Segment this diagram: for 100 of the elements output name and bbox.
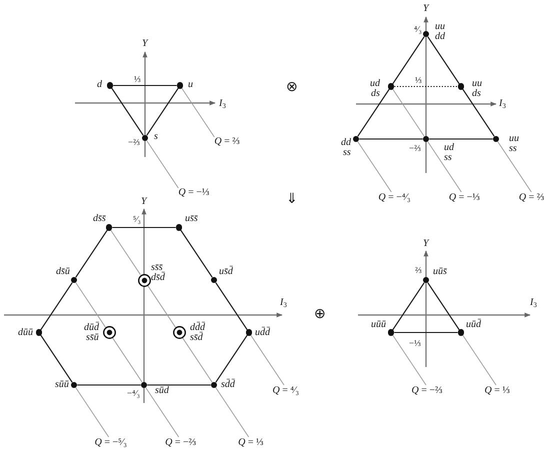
charge-label: Q = −⅔ <box>165 437 196 449</box>
point-marker <box>176 82 184 89</box>
charge-line <box>145 387 180 438</box>
point-marker <box>106 82 114 89</box>
axis-tick-label: −⁴⁄₃ <box>127 388 140 398</box>
axis-tick-label: ⅔ <box>415 265 422 275</box>
polygon-side-line <box>215 282 248 330</box>
state-label: ds <box>371 88 380 98</box>
charge-line <box>75 387 110 438</box>
charge-line <box>181 88 215 138</box>
charge-line <box>497 141 532 192</box>
charge-line <box>462 334 496 386</box>
operator-symbol: ⊗ <box>286 80 298 94</box>
charge-line <box>427 141 462 192</box>
charge-label: Q = −⅔ <box>412 385 443 397</box>
state-label: u <box>188 80 193 90</box>
axis-label: Y <box>423 238 429 250</box>
charge-label: Q = ⅓ <box>484 385 510 397</box>
axis-tick-label: ⁴⁄₃ <box>414 24 422 34</box>
state-label: ss̄ū <box>86 332 99 342</box>
state-label: us̄s̄ <box>185 214 198 224</box>
state-label: dd̄d̄ <box>190 322 205 332</box>
point-marker <box>176 224 182 231</box>
charge-line <box>146 140 179 188</box>
state-label: dd <box>341 138 351 148</box>
state-label: ud <box>370 78 380 88</box>
point-marker <box>210 276 218 284</box>
point-marker <box>36 329 42 336</box>
state-label: dūd̄ <box>84 322 99 332</box>
state-label: d <box>97 80 102 90</box>
state-label: ud̄d̄ <box>255 328 270 338</box>
state-label: ds̄s̄ <box>93 214 106 224</box>
axis-tick-label: −⅓ <box>409 338 421 348</box>
point-marker <box>422 276 430 284</box>
polygon-side-line <box>394 332 458 334</box>
charge-label: Q = −⁵⁄₃ <box>94 437 127 449</box>
charge-line <box>392 88 425 137</box>
polygon-side-line <box>427 36 460 84</box>
polygon-side-line <box>357 88 390 137</box>
axis-tick-label: ⁵⁄₃ <box>133 214 141 224</box>
axis-label: Y <box>142 38 148 50</box>
state-label: ss̄d̄ <box>190 332 203 342</box>
polygon-side-line <box>40 334 73 383</box>
polygon-side-line <box>111 88 144 136</box>
axis-label: I$_{3}$ <box>499 98 506 112</box>
polygon-side-line <box>215 334 248 383</box>
charge-label: Q = −⅓ <box>178 187 210 199</box>
operator-symbol: ⇓ <box>286 192 298 206</box>
polygon-side-line <box>180 230 213 278</box>
polygon-side-line <box>359 138 423 140</box>
point-marker <box>492 136 500 142</box>
point-marker <box>458 83 464 90</box>
axis-label: I$_{3}$ <box>530 297 537 311</box>
point-marker <box>352 136 360 142</box>
polygon-side-line <box>427 282 460 330</box>
polygon-side-line <box>392 36 425 84</box>
ringed-point-marker <box>138 274 150 286</box>
state-label: ds <box>472 88 481 98</box>
polygon-side-line <box>147 384 211 386</box>
state-label: dūū <box>18 328 33 338</box>
charge-line <box>215 387 250 438</box>
state-label: sūū <box>55 380 69 390</box>
charge-line <box>392 334 426 386</box>
axis-tick-label: ⅓ <box>415 75 422 85</box>
point-marker <box>70 276 78 284</box>
charge-line <box>112 338 143 383</box>
point-marker <box>422 136 430 142</box>
state-label: ds̄ū <box>56 267 70 277</box>
point-marker <box>458 329 464 336</box>
charge-label: Q = −⁴⁄₃ <box>378 192 410 204</box>
state-label: s <box>154 132 158 142</box>
point-marker <box>140 382 148 388</box>
charge-line <box>357 141 392 192</box>
charge-label: Q = ⁴⁄₃ <box>272 385 300 397</box>
polygon-side-line <box>429 138 493 140</box>
point-marker <box>246 329 252 336</box>
operator-symbol: ⊕ <box>314 307 326 321</box>
state-label: ud <box>444 143 454 153</box>
point-marker <box>388 83 394 90</box>
state-label: ss̄s̄ <box>151 263 163 273</box>
state-label: uūū <box>371 320 386 330</box>
polygon-side-line <box>146 88 179 136</box>
state-label: ss <box>444 153 452 163</box>
axis-label: Y <box>423 3 429 15</box>
charge-line <box>110 230 141 275</box>
axis-label: Y <box>141 196 147 208</box>
point-marker <box>70 382 78 388</box>
charge-line <box>182 338 213 383</box>
state-label: sūd̄ <box>155 386 169 396</box>
charge-line <box>75 282 106 328</box>
state-label: us̄d̄ <box>219 267 233 277</box>
charge-line <box>147 285 176 328</box>
state-label: uu <box>435 22 445 32</box>
ringed-point-marker <box>102 326 116 339</box>
state-label: dd <box>435 32 445 42</box>
point-marker <box>422 30 430 38</box>
point-marker <box>106 224 112 231</box>
charge-label: Q = ⅔ <box>518 192 544 204</box>
polygon-side-line <box>112 226 176 228</box>
axis-label: I$_{3}$ <box>280 297 287 311</box>
